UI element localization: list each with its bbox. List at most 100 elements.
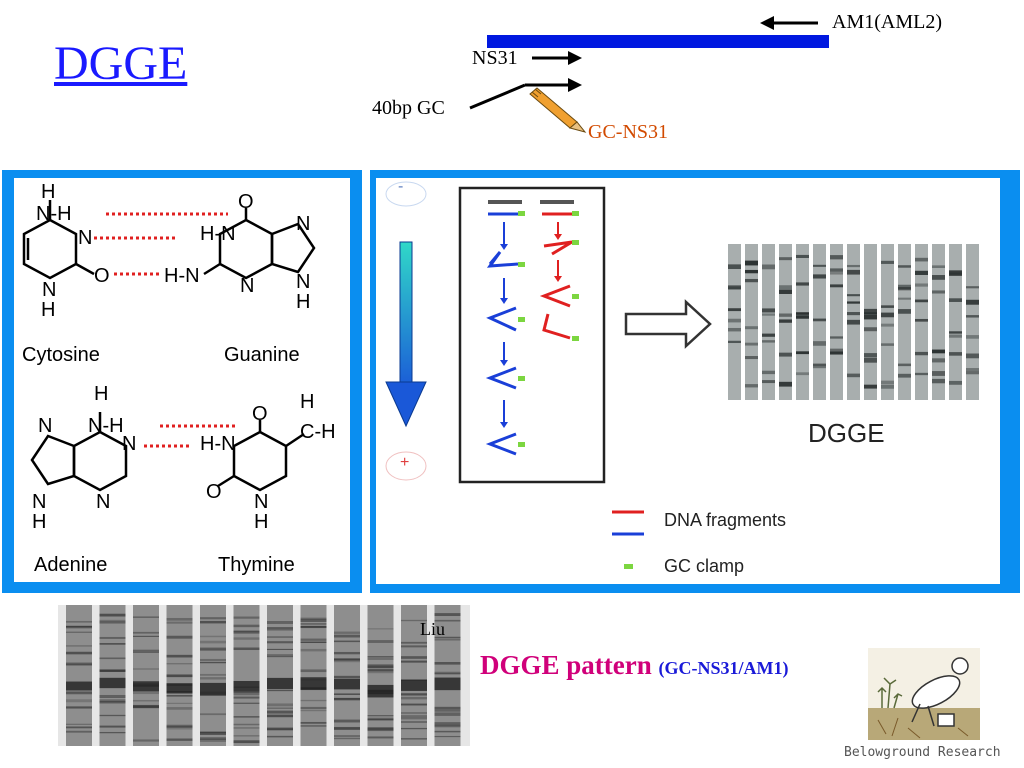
gel-photo-band [66,723,92,725]
base-pairing-figure: H N-H N N O H O H-N H-N N N N H [14,178,350,582]
svg-text:H: H [300,391,314,413]
gel-photo-band [233,716,260,718]
gel-band [796,254,809,259]
gel-photo-band [233,616,260,619]
belowground-logo-icon [868,648,980,740]
gc40-label: 40bp GC [372,97,445,119]
gel-photo-band [434,708,461,712]
cytosine-label: Cytosine [22,344,100,366]
gel-photo-band [434,672,461,675]
gel-band [813,341,826,346]
gel-band [830,336,843,339]
gel-photo-band [200,661,226,664]
gel-photo-band [166,621,193,624]
gel-band [915,299,928,303]
svg-text:H: H [254,511,268,533]
blue-lane [485,212,519,456]
gel-band [864,384,877,389]
ns31-label: NS31 [472,47,518,69]
svg-text:C-H: C-H [300,421,336,443]
gel-photo-band [66,692,92,695]
gel-photo-band [66,625,92,628]
page-title[interactable]: DGGE [54,37,188,90]
svg-text:N: N [122,433,136,455]
gel-band [966,368,979,372]
gel-photo-band [200,731,226,735]
gel-photo-band [166,726,193,728]
gel-band [813,264,826,267]
gel-photo-band [99,619,126,623]
gel-photo-lane [133,605,159,746]
legend-clamp-swatch [624,564,633,569]
gel-photo-band [233,631,260,634]
gel-band [949,334,962,338]
gel-band [864,357,877,363]
gel-photo-band [133,650,159,653]
am1-arrow [760,16,818,30]
gel-photo-band [200,620,226,624]
gel-photo-band [99,613,126,617]
gel-photo-band [66,651,92,655]
gel-photo-band [367,670,394,674]
author-label: Liu [420,619,445,639]
ns31-arrow [532,51,582,65]
gel-band [830,272,843,275]
gel-photo-band [401,712,427,714]
gel-band [966,335,979,339]
gel-photo-band [434,636,461,639]
gel-photo-band [401,619,427,622]
guanine-structure [203,208,316,280]
anode-marker [385,451,427,481]
gel-band [745,269,758,274]
legend-clamp-label: GC clamp [664,556,745,576]
gel-band [830,255,843,260]
amplicon-bar [487,35,829,48]
primer-diagram [469,16,829,133]
migration-arrow-icon [385,241,427,428]
gel-photo-band [334,634,360,638]
gel-band [762,333,775,337]
gel-band [796,282,809,286]
gel-photo-band [99,669,126,672]
gel-photo-band [434,706,461,709]
svg-text:N: N [254,491,268,513]
gel-band [881,323,894,327]
gel-band [932,349,945,354]
gel-photo-band [233,693,260,696]
svg-text:N: N [42,279,56,301]
gel-photo-band [367,727,394,730]
gel-photo-band [300,724,327,727]
gel-photo-band [66,645,92,647]
svg-text:O: O [252,403,268,425]
gel-photo-main-band [434,677,461,691]
gel-band [779,381,792,387]
gel-photo-band [367,717,394,721]
gel-photo-band [434,713,461,716]
svg-text:O: O [94,265,110,287]
gel-photo-band [300,706,327,710]
gel-band [898,284,911,289]
gel-photo-band [267,728,293,731]
gel-band [847,294,860,297]
gel-photo-band [367,656,394,658]
gel-frame [458,186,606,484]
gel-band [932,358,945,363]
legend-fragments-label: DNA fragments [664,510,787,530]
svg-text:O: O [238,191,254,213]
gel-photo-band [334,631,360,634]
gel-photo-band [200,737,226,740]
gel-photo-band [367,640,394,643]
gel-photo-band [133,691,159,695]
result-arrow-icon [624,299,712,349]
gel-band [949,272,962,276]
gel-photo-band [233,740,260,744]
gel-band [796,351,809,355]
gel-band [881,260,894,264]
base-pair-structures: H N-H N N O H O H-N H-N N N N H [22,181,336,533]
gel-photo-band [166,738,193,741]
gel-photo-band [133,616,159,618]
gel-band [728,285,741,290]
gel-photo-band [267,727,293,731]
gel-photo-band [66,620,92,623]
gel-band [966,315,979,318]
